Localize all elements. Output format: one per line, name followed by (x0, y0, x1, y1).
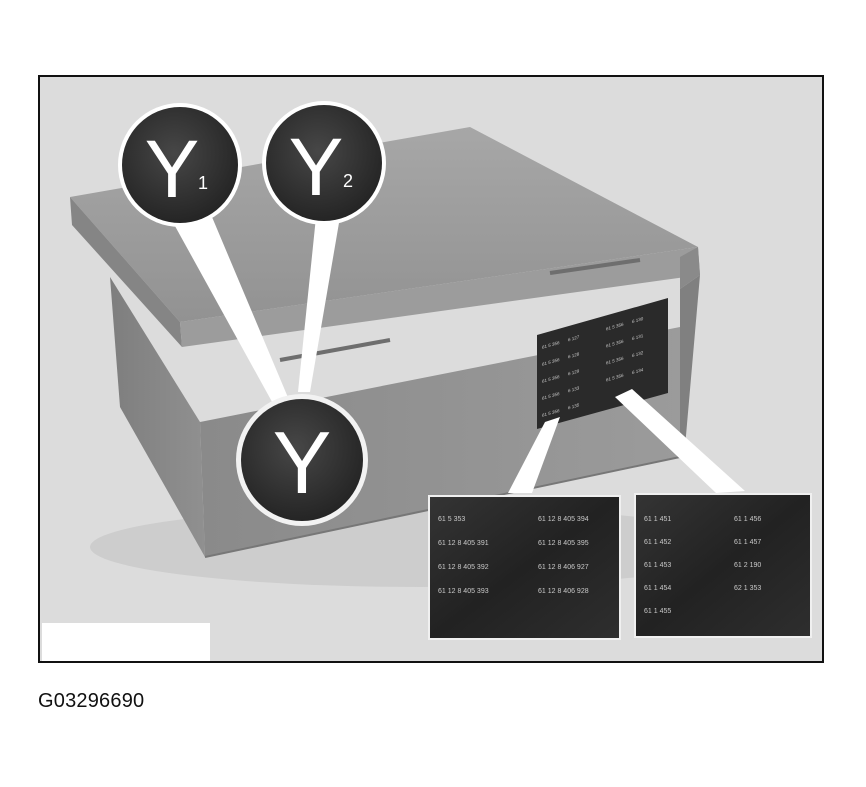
label-code: 61 12 8 405 394 (538, 516, 589, 523)
label-code: 61 12 8 405 392 (438, 564, 489, 571)
badge-y-letter: Y (273, 413, 332, 512)
box-label-code: 6 129 (568, 368, 580, 376)
box-label-code: 61 5 356 (606, 373, 624, 383)
box-label-code: 6 131 (632, 333, 644, 341)
badge-y1: Y 1 (118, 103, 242, 227)
label-panel-left: 61 5 353 61 12 8 405 394 61 12 8 405 391 61… (428, 495, 621, 640)
label-code: 61 1 453 (644, 562, 671, 569)
label-code: 61 5 353 (438, 516, 465, 523)
box-label-code: 6 133 (568, 385, 580, 393)
badge-y2-subscript: 2 (343, 171, 353, 191)
badge-y: Y (236, 394, 368, 526)
label-code: 61 2 190 (734, 562, 761, 569)
label-code: 61 1 451 (644, 516, 671, 523)
box-label-code: 61 5 356 (606, 322, 624, 332)
label-code: 61 1 452 (644, 539, 671, 546)
label-code: 61 12 8 405 393 (438, 588, 489, 595)
illustration: 61 5 356 6 127 61 5 356 6 130 61 5 356 6 128 6… (70, 101, 812, 640)
box-lid-left-rim (70, 197, 182, 347)
box-label-code: 6 135 (568, 402, 580, 410)
pointer-left-panel (508, 417, 560, 493)
lid-seam-right (549, 258, 641, 275)
box-label-code: 61 5 356 (542, 408, 560, 418)
box-label-code: 61 5 356 (606, 339, 624, 349)
badge-y1-letter: Y (145, 124, 200, 215)
box-label-code: 6 127 (568, 334, 580, 342)
box-label-code: 61 5 356 (606, 356, 624, 366)
label-code: 61 12 8 405 391 (438, 540, 489, 547)
box-label-code: 61 5 356 (542, 340, 560, 350)
badge-y1-subscript: 1 (198, 173, 208, 193)
label-code: 61 12 8 406 928 (538, 588, 589, 595)
box-label-code: 61 5 356 (542, 357, 560, 367)
lid-seam-left (279, 338, 391, 362)
label-code: 61 1 456 (734, 516, 761, 523)
box-label-code: 6 128 (568, 351, 580, 359)
box-label-code: 61 5 356 (542, 374, 560, 384)
box-label-code: 6 134 (632, 367, 644, 375)
label-code: 61 12 8 405 395 (538, 540, 589, 547)
label-code: 61 12 8 406 927 (538, 564, 589, 571)
figure-id: G03296690 (38, 690, 145, 712)
figure-frame: 61 5 356 6 127 61 5 356 6 130 61 5 356 6 128 6… (38, 75, 824, 663)
label-panel-right: 61 1 451 61 1 456 61 1 452 61 1 457 61 1 453… (634, 493, 812, 638)
badge-y2: Y 2 (262, 101, 386, 225)
label-code: 61 1 455 (644, 608, 671, 615)
label-code: 61 1 457 (734, 539, 761, 546)
box-label-code: 6 132 (632, 350, 644, 358)
box-label-code: 6 130 (632, 316, 644, 324)
label-code: 62 1 353 (734, 585, 761, 592)
pointer-right-panel (615, 389, 745, 493)
box-label-code: 61 5 356 (542, 391, 560, 401)
label-code: 61 1 454 (644, 585, 671, 592)
badge-y2-letter: Y (289, 122, 344, 213)
blank-patch (42, 623, 210, 661)
pointer-y1 (170, 217, 292, 409)
box-left-side (110, 277, 205, 557)
pointer-y2 (298, 217, 340, 392)
